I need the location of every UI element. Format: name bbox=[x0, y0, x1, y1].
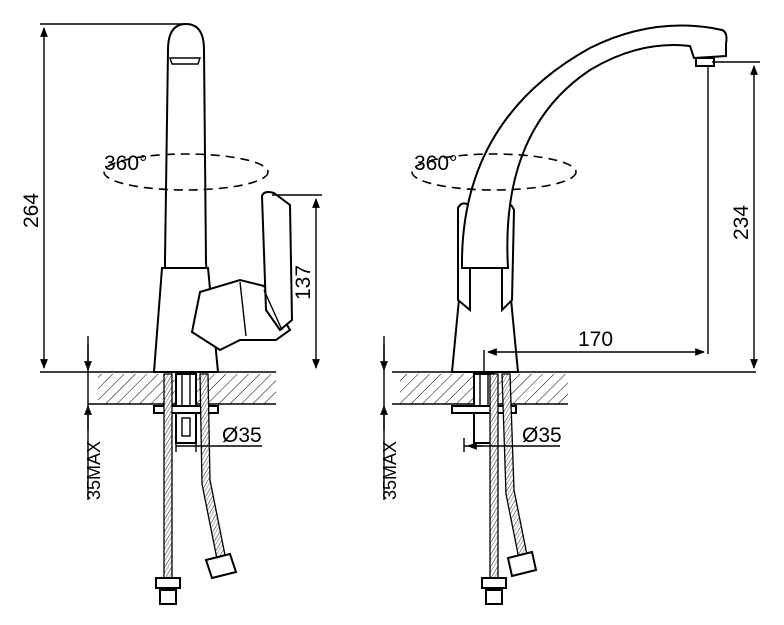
left-countertop bbox=[40, 371, 276, 405]
left-rotation-label: 360° bbox=[104, 152, 147, 175]
right-hoses bbox=[481, 373, 538, 605]
left-diameter-dimension bbox=[175, 440, 262, 452]
left-lever-height-label: 137 bbox=[292, 265, 315, 300]
left-diameter-label: Ø35 bbox=[222, 424, 262, 447]
right-rotation-label: 360° bbox=[414, 152, 457, 175]
right-diameter-dimension bbox=[463, 438, 560, 452]
right-rotation-ellipse bbox=[411, 153, 577, 191]
right-countertop bbox=[392, 371, 756, 405]
left-mounting-assembly bbox=[153, 373, 219, 444]
left-height-label: 264 bbox=[20, 193, 43, 228]
left-hoses bbox=[155, 373, 238, 605]
right-height-dimension bbox=[712, 61, 760, 369]
left-lever bbox=[190, 191, 294, 352]
left-rotation-ellipse bbox=[103, 153, 269, 191]
right-reach-label: 170 bbox=[578, 328, 613, 351]
left-height-dimension bbox=[40, 23, 186, 369]
left-faucet-body bbox=[152, 22, 220, 373]
right-mounting-assembly bbox=[451, 373, 517, 444]
left-lever-dimension bbox=[272, 194, 322, 369]
right-height-label: 234 bbox=[730, 205, 753, 240]
left-counter-label: 35MAX bbox=[84, 441, 104, 500]
right-view: 360° 234 170 bbox=[380, 24, 760, 605]
left-view: 360° 264 137 bbox=[20, 22, 322, 605]
right-counter-label: 35MAX bbox=[380, 441, 400, 500]
right-spout bbox=[460, 24, 728, 269]
right-diameter-label: Ø35 bbox=[522, 424, 562, 447]
